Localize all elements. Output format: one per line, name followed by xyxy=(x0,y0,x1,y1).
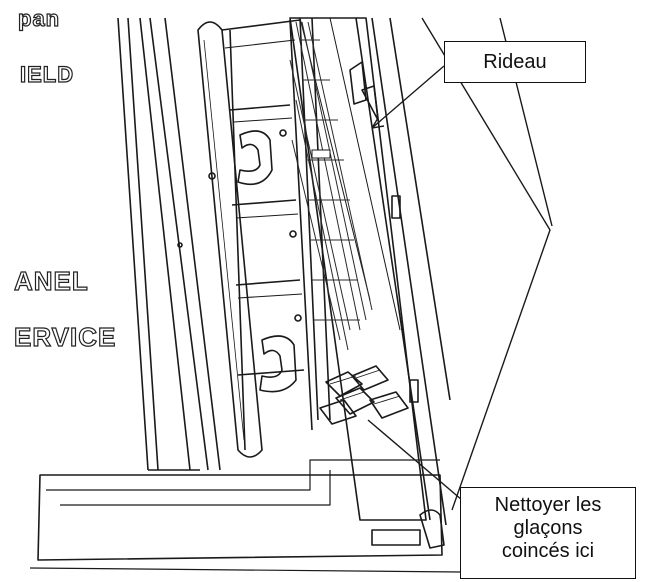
cabinet-frame-left xyxy=(117,17,200,471)
panel-label-1: pan xyxy=(17,5,61,31)
handle-upper xyxy=(237,130,273,186)
callout-curtain: Rideau xyxy=(444,41,586,83)
grille xyxy=(289,21,373,351)
handle-lower xyxy=(259,335,297,393)
shelf-rails xyxy=(221,19,313,451)
curtain-panel xyxy=(289,17,427,521)
left-inner-panel xyxy=(149,17,221,471)
base-tray xyxy=(37,474,443,561)
ice-cubes xyxy=(319,365,409,425)
callout-ice-line-2: glaçons xyxy=(513,517,583,539)
ice-leader-line xyxy=(367,419,463,501)
callout-clean-ice: Nettoyer les glaçons coincés ici xyxy=(460,487,636,579)
callout-ice-line-3: coincés ici xyxy=(501,540,595,562)
curtain-leader-line xyxy=(371,65,445,129)
callout-ice-line-1: Nettoyer les xyxy=(494,494,602,516)
panel-label-4: ERVICE xyxy=(13,321,117,352)
panel-label-3: ANEL xyxy=(13,265,89,296)
pillar xyxy=(197,21,263,458)
panel-label-2: IELD xyxy=(19,61,75,87)
